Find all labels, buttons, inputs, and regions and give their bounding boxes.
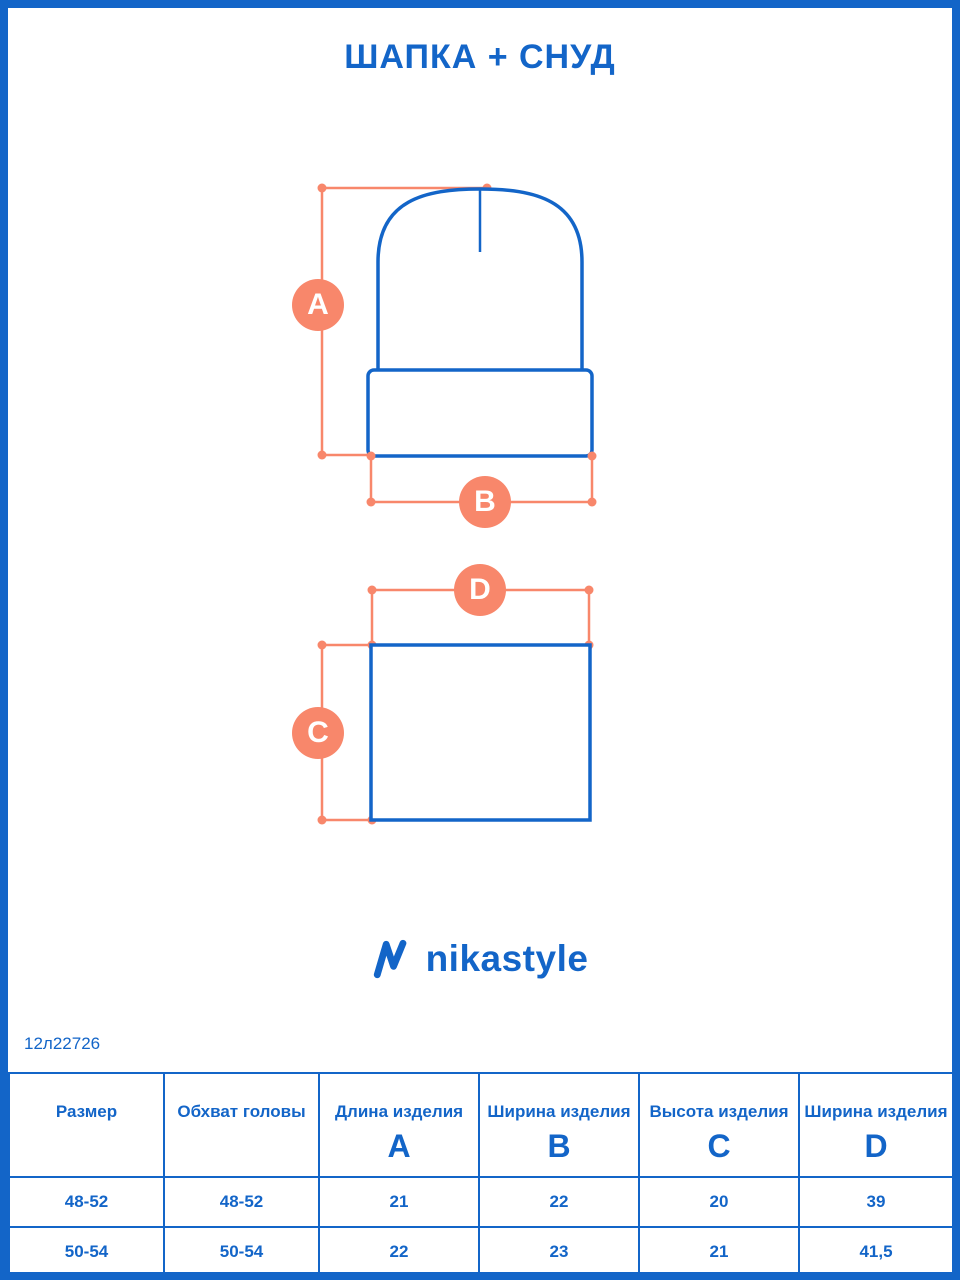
size-table-cell: 50-54 bbox=[163, 1226, 320, 1272]
page-title: ШАПКА + СНУД bbox=[344, 38, 616, 76]
size-table-cell: 20 bbox=[638, 1176, 800, 1228]
col-header-width-d: Ширина изделия D bbox=[798, 1072, 952, 1178]
snood-diagram bbox=[369, 643, 592, 822]
col-header-label: Размер bbox=[55, 1102, 118, 1121]
col-header-letter: D bbox=[864, 1128, 888, 1164]
article-number: 12л22726 bbox=[24, 1034, 101, 1053]
brand-logo: nikastyle bbox=[8, 938, 952, 980]
size-table-cell: 50-54 bbox=[8, 1226, 165, 1272]
col-header-letter: B bbox=[547, 1128, 571, 1164]
col-header-letter: C bbox=[707, 1128, 731, 1164]
size-table-header-row: Размер Обхват головы Длина изделия A Шир… bbox=[8, 1072, 952, 1178]
size-table-row: 48-52 48-52 21 22 20 39 bbox=[8, 1176, 952, 1228]
col-header-label: Высота изделия bbox=[649, 1102, 789, 1121]
size-table-cell: 22 bbox=[478, 1176, 640, 1228]
col-header-label: Обхват головы bbox=[177, 1102, 306, 1121]
col-header-letter: A bbox=[387, 1128, 411, 1164]
col-header-label: Ширина изделия bbox=[487, 1102, 631, 1121]
measure-a-badge: A bbox=[292, 279, 344, 331]
size-table-cell: 21 bbox=[318, 1176, 480, 1228]
brand-name: nikastyle bbox=[425, 938, 589, 979]
size-table-cell: 22 bbox=[318, 1226, 480, 1272]
size-table-cell: 48-52 bbox=[8, 1176, 165, 1228]
size-table-cell: 41,5 bbox=[798, 1226, 952, 1272]
size-table-cell: 23 bbox=[478, 1226, 640, 1272]
col-header-height-c: Высота изделия C bbox=[638, 1072, 800, 1178]
size-table-row: 50-54 50-54 22 23 21 41,5 bbox=[8, 1226, 952, 1272]
hat-diagram bbox=[366, 187, 594, 458]
col-header-label: Длина изделия bbox=[334, 1102, 464, 1121]
measure-d-badge: D bbox=[454, 564, 506, 616]
col-header-head-girth: Обхват головы bbox=[163, 1072, 320, 1178]
col-header-size: Размер bbox=[8, 1072, 165, 1178]
size-table-cell: 39 bbox=[798, 1176, 952, 1228]
size-table-cell: 21 bbox=[638, 1226, 800, 1272]
nikastyle-logo-icon bbox=[373, 939, 406, 979]
measurement-diagram bbox=[317, 183, 597, 825]
size-table: Размер Обхват головы Длина изделия A Шир… bbox=[8, 1072, 952, 1272]
col-header-label: Ширина изделия bbox=[804, 1102, 948, 1121]
measure-c-badge: C bbox=[292, 707, 344, 759]
col-header-length-a: Длина изделия A bbox=[318, 1072, 480, 1178]
col-header-width-b: Ширина изделия B bbox=[478, 1072, 640, 1178]
measure-b-badge: B bbox=[459, 476, 511, 528]
size-table-cell: 48-52 bbox=[163, 1176, 320, 1228]
